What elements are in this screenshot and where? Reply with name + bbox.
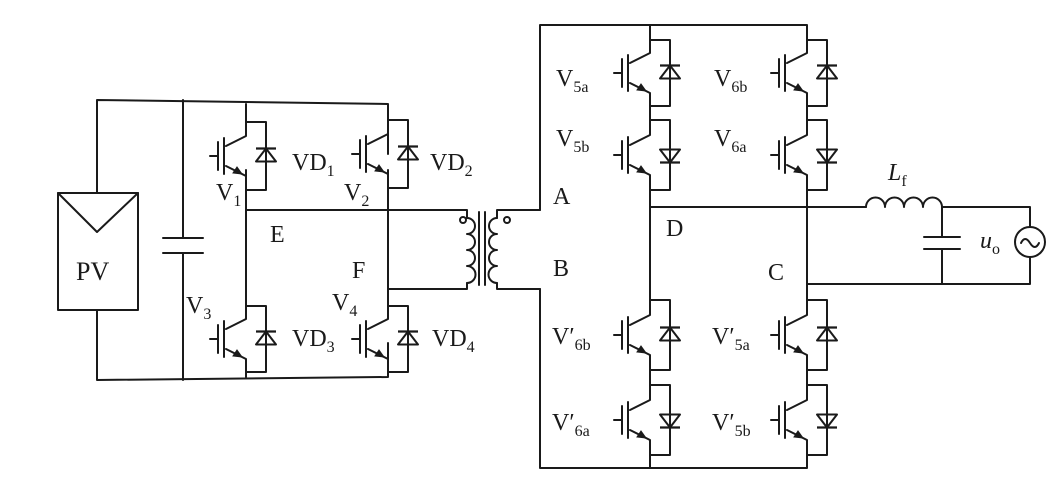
label-vd1: VD1 (292, 150, 335, 180)
label-v6a: V6a (714, 126, 746, 156)
switch-v4 (351, 305, 419, 373)
label-inductor: Lf (887, 160, 907, 190)
right-rails (539, 24, 1031, 469)
node-label-a: A (553, 184, 571, 210)
label-v4: V4 (332, 290, 357, 320)
node-label-f: F (352, 258, 365, 284)
label-v5a: V5a (556, 66, 588, 96)
switch-v6b (770, 39, 838, 107)
label-v5a-prime: V′5a (712, 324, 750, 354)
switch-layer (209, 39, 838, 456)
ac-source (1014, 226, 1046, 258)
label-output-voltage: uo (980, 228, 1000, 258)
inductor-lf (865, 196, 943, 208)
label-v6a-prime: V′6a (552, 410, 590, 440)
label-v5b-prime: V′5b (712, 410, 751, 440)
label-v3: V3 (186, 293, 211, 323)
label-v6b: V6b (714, 66, 747, 96)
node-label-e: E (270, 222, 285, 248)
switch-v6a (770, 119, 838, 191)
label-vd3: VD3 (292, 326, 335, 356)
pv-label: PV (76, 257, 109, 286)
switch-v6b-prime (613, 299, 681, 371)
switch-v2 (351, 119, 419, 189)
label-vd2: VD2 (430, 150, 473, 180)
transformer (459, 209, 541, 290)
node-label-c: C (768, 260, 784, 286)
pv-panel: PV (57, 192, 139, 311)
switch-v6a-prime (613, 384, 681, 456)
label-v6b-prime: V′6b (552, 324, 591, 354)
label-v2: V2 (344, 180, 369, 210)
switch-v5a-prime (770, 299, 838, 371)
polarity-dot-primary (459, 216, 467, 224)
switch-v1 (209, 121, 277, 191)
switch-v3 (209, 305, 277, 373)
dc-capacitor (162, 237, 204, 254)
label-v1: V1 (216, 180, 241, 210)
node-label-b: B (553, 256, 569, 282)
polarity-dot-secondary (503, 216, 511, 224)
switch-v5b (613, 119, 681, 191)
label-v5b: V5b (556, 126, 589, 156)
node-label-d: D (666, 216, 683, 242)
switch-v5b-prime (770, 384, 838, 456)
switch-v5a (613, 39, 681, 107)
label-vd4: VD4 (432, 326, 475, 356)
